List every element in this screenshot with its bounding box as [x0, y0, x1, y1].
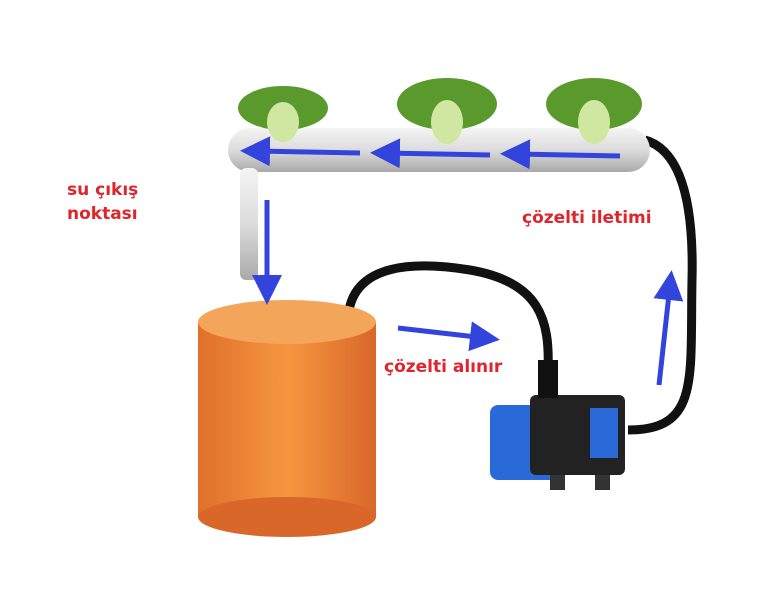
- water-pump: [490, 360, 625, 490]
- lettuce-plants: [238, 78, 642, 144]
- return-hose: [343, 261, 553, 371]
- supply-hose: [627, 135, 697, 435]
- outlet-label-line1: su çıkış: [67, 180, 139, 200]
- outlet-label-line2: noktası: [67, 204, 138, 224]
- intake-label: çözelti alınır: [384, 357, 503, 377]
- reservoir-tank: [198, 300, 376, 537]
- outlet-label: su çıkış noktası: [67, 178, 138, 226]
- grow-pipe: [228, 128, 650, 172]
- flow-arrows: [240, 136, 684, 386]
- outlet-pipe: [240, 168, 258, 280]
- delivery-label: çözelti iletimi: [522, 208, 652, 228]
